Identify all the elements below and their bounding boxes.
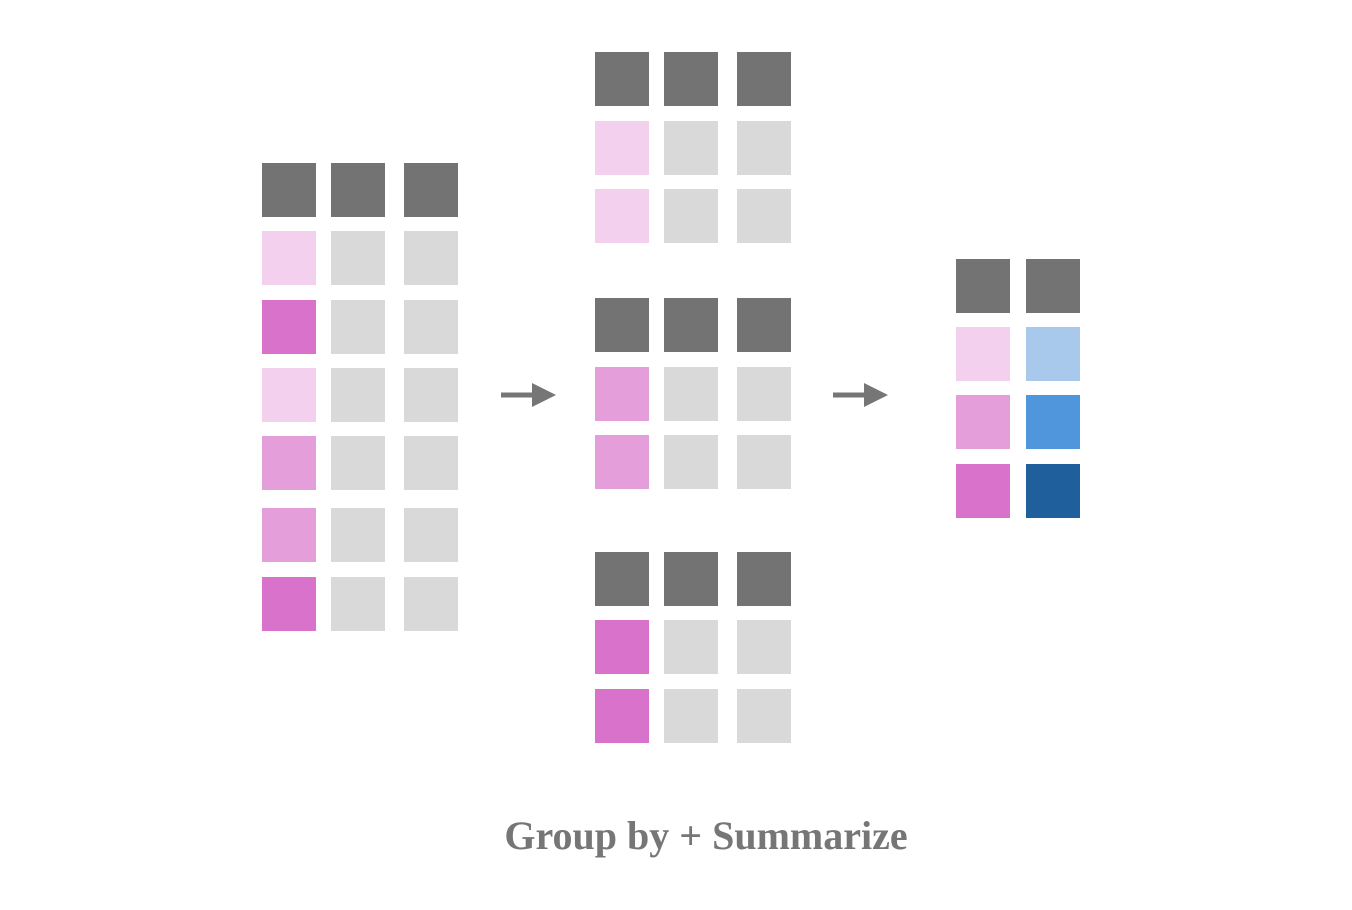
arrow-head xyxy=(864,383,888,407)
header-cell xyxy=(595,552,649,606)
header-cell xyxy=(404,163,458,217)
key-cell xyxy=(262,577,316,631)
summary-value-cell xyxy=(1026,464,1080,518)
data-cell xyxy=(737,689,791,743)
group-table xyxy=(595,298,791,489)
key-cell xyxy=(262,300,316,354)
data-cell xyxy=(664,121,718,175)
header-cell xyxy=(737,552,791,606)
data-cell xyxy=(404,231,458,285)
data-cell xyxy=(664,189,718,243)
summary-value-cell xyxy=(1026,327,1080,381)
data-cell xyxy=(404,577,458,631)
key-cell xyxy=(595,189,649,243)
header-cell xyxy=(737,52,791,106)
key-cell xyxy=(595,121,649,175)
key-cell xyxy=(262,231,316,285)
data-cell xyxy=(737,620,791,674)
summary-table xyxy=(956,259,1080,518)
data-cell xyxy=(331,368,385,422)
source-table xyxy=(262,163,458,631)
key-cell xyxy=(956,395,1010,449)
data-cell xyxy=(664,435,718,489)
header-cell xyxy=(595,298,649,352)
data-cell xyxy=(331,508,385,562)
key-cell xyxy=(956,327,1010,381)
key-cell xyxy=(956,464,1010,518)
summary-value-cell xyxy=(1026,395,1080,449)
key-cell xyxy=(595,689,649,743)
group-table xyxy=(595,52,791,243)
header-cell xyxy=(664,552,718,606)
data-cell xyxy=(737,435,791,489)
header-cell xyxy=(737,298,791,352)
data-cell xyxy=(404,300,458,354)
data-cell xyxy=(331,577,385,631)
data-cell xyxy=(331,436,385,490)
arrow-right-icon xyxy=(833,383,888,407)
data-cell xyxy=(664,367,718,421)
arrow-right-icon xyxy=(501,383,556,407)
group-table xyxy=(595,552,791,743)
header-cell xyxy=(331,163,385,217)
arrow-head xyxy=(532,383,556,407)
data-cell xyxy=(664,620,718,674)
data-cell xyxy=(331,300,385,354)
header-cell xyxy=(664,52,718,106)
key-cell xyxy=(262,368,316,422)
header-cell xyxy=(262,163,316,217)
data-cell xyxy=(404,368,458,422)
header-cell xyxy=(1026,259,1080,313)
key-cell xyxy=(262,508,316,562)
data-cell xyxy=(331,231,385,285)
key-cell xyxy=(595,435,649,489)
header-cell xyxy=(664,298,718,352)
data-cell xyxy=(737,367,791,421)
header-cell xyxy=(956,259,1010,313)
key-cell xyxy=(595,367,649,421)
grouped-tables xyxy=(595,52,791,743)
data-cell xyxy=(664,689,718,743)
key-cell xyxy=(262,436,316,490)
data-cell xyxy=(737,121,791,175)
diagram-caption: Group by + Summarize xyxy=(504,813,908,858)
header-cell xyxy=(595,52,649,106)
data-cell xyxy=(737,189,791,243)
data-cell xyxy=(404,436,458,490)
data-cell xyxy=(404,508,458,562)
key-cell xyxy=(595,620,649,674)
